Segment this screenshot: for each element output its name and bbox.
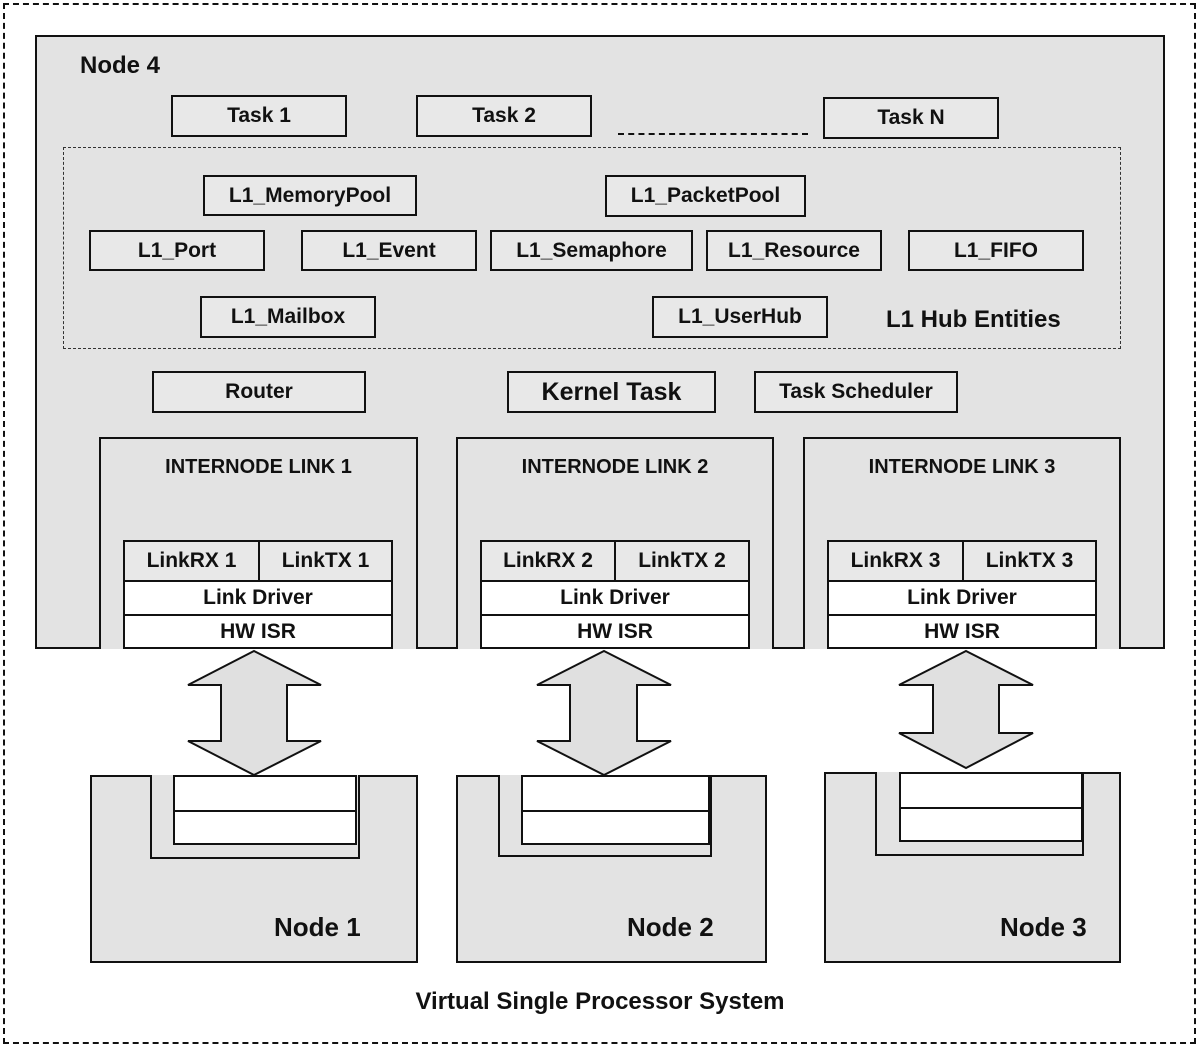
l1-userhub-box: L1_UserHub bbox=[652, 296, 828, 338]
node-3-label: Node 3 bbox=[1000, 912, 1087, 942]
system-caption: Virtual Single Processor System bbox=[415, 988, 785, 1015]
link-2-bidirectional-arrow bbox=[536, 649, 672, 777]
node-2-label: Node 2 bbox=[627, 912, 714, 942]
hw-isr-3-cell: HW ISR bbox=[827, 614, 1097, 649]
node-1-slot-bar-bottom bbox=[173, 810, 357, 845]
node-3-slot-bar-bottom bbox=[899, 807, 1083, 842]
link-driver-1-cell: Link Driver bbox=[123, 580, 393, 616]
l1-hub-label: L1 Hub Entities bbox=[886, 306, 1061, 333]
hw-isr-2-cell: HW ISR bbox=[480, 614, 750, 649]
link-3-bidirectional-arrow bbox=[898, 649, 1034, 770]
task-n-box: Task N bbox=[823, 97, 999, 139]
internode-link-2-title: INTERNODE LINK 2 bbox=[521, 456, 709, 478]
l1-memorypool-box: L1_MemoryPool bbox=[203, 175, 417, 216]
node-4-title: Node 4 bbox=[80, 52, 161, 79]
internode-link-3-title: INTERNODE LINK 3 bbox=[868, 456, 1056, 478]
l1-mailbox-box: L1_Mailbox bbox=[200, 296, 376, 338]
internode-link-1-title: INTERNODE LINK 1 bbox=[165, 456, 352, 478]
kernel-task-box: Kernel Task bbox=[507, 371, 716, 413]
l1-event-box: L1_Event bbox=[301, 230, 477, 271]
l1-fifo-box: L1_FIFO bbox=[908, 230, 1084, 271]
task-2-box: Task 2 bbox=[416, 95, 592, 137]
l1-packetpool-box: L1_PacketPool bbox=[605, 175, 806, 217]
router-box: Router bbox=[152, 371, 366, 413]
l1-resource-box: L1_Resource bbox=[706, 230, 882, 271]
link-1-bidirectional-arrow bbox=[187, 649, 322, 777]
link-tx-2-cell: LinkTX 2 bbox=[614, 540, 750, 582]
link-rx-3-cell: LinkRX 3 bbox=[827, 540, 964, 582]
node-1-label: Node 1 bbox=[274, 912, 361, 942]
hw-isr-1-cell: HW ISR bbox=[123, 614, 393, 649]
link-tx-1-cell: LinkTX 1 bbox=[258, 540, 393, 582]
link-rx-1-cell: LinkRX 1 bbox=[123, 540, 260, 582]
task-scheduler-box: Task Scheduler bbox=[754, 371, 958, 413]
l1-hub-region bbox=[63, 147, 1121, 349]
l1-semaphore-box: L1_Semaphore bbox=[490, 230, 693, 271]
task-1-box: Task 1 bbox=[171, 95, 347, 137]
link-tx-3-cell: LinkTX 3 bbox=[962, 540, 1097, 582]
l1-port-box: L1_Port bbox=[89, 230, 265, 271]
task-ellipsis-line bbox=[618, 133, 808, 135]
node-2-slot-bar-bottom bbox=[521, 810, 710, 845]
link-driver-2-cell: Link Driver bbox=[480, 580, 750, 616]
system-boundary bbox=[3, 3, 1196, 1044]
